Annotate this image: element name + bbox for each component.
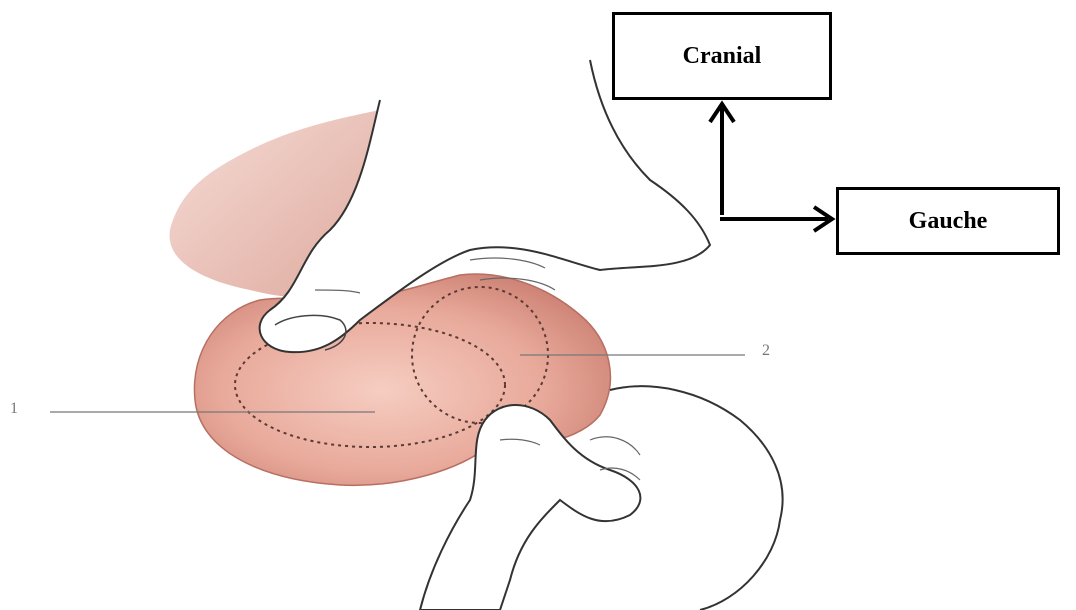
- callout-number-2: 2: [762, 342, 770, 360]
- left-label-box: Gauche: [836, 187, 1060, 255]
- callout-number-1: 1: [10, 400, 18, 418]
- cranial-label: Cranial: [683, 43, 762, 70]
- cranial-label-box: Cranial: [612, 12, 832, 100]
- left-label: Gauche: [909, 208, 988, 235]
